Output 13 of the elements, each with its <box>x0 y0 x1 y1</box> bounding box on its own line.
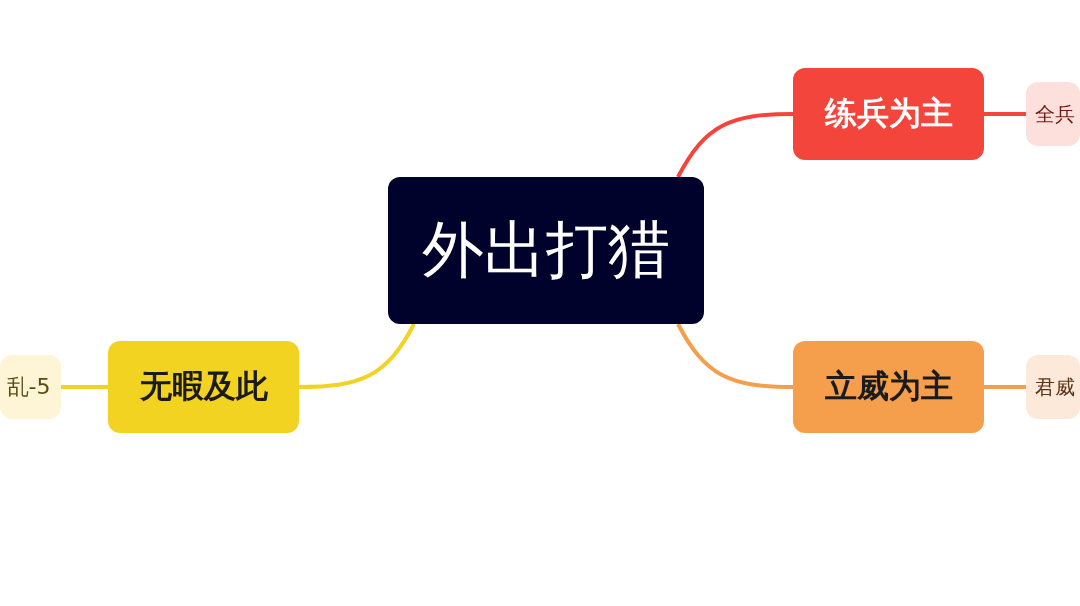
subtopic-box: 全兵 <box>1026 82 1080 146</box>
connector-line <box>676 112 794 178</box>
connector-line <box>984 385 1026 389</box>
topic-box: 立威为主 <box>793 341 984 433</box>
central-topic-box: 外出打猎 <box>388 177 704 324</box>
connector-line <box>61 385 108 389</box>
connector-line <box>984 112 1026 116</box>
subtopic-box: 乱-5 <box>0 355 61 419</box>
topic-box: 无暇及此 <box>108 341 299 433</box>
connector-line <box>298 323 416 389</box>
topic-box: 练兵为主 <box>793 68 984 160</box>
connector-line <box>676 323 794 389</box>
subtopic-box: 君威 <box>1026 355 1080 419</box>
